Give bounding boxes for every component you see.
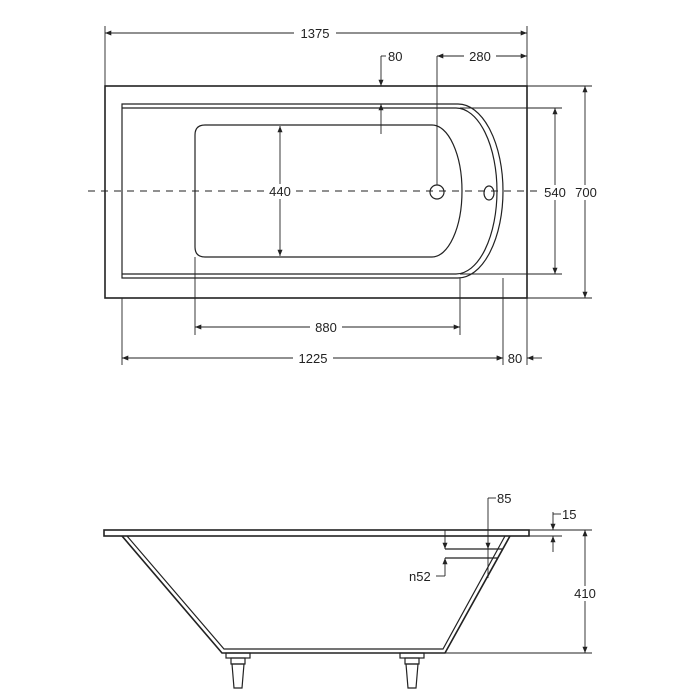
overflow-icon xyxy=(483,185,495,201)
side-view: 85 15 n52 410 xyxy=(103,491,600,689)
left-leg xyxy=(225,652,251,689)
tub-basin xyxy=(194,124,463,258)
side-tub-inner xyxy=(126,535,506,650)
dim-overflow-diameter: n52 xyxy=(409,530,448,584)
dim-rim-thickness: 15 xyxy=(529,507,576,552)
dim-overflow-offset: 85 xyxy=(485,491,511,549)
tub-outer-rim xyxy=(104,85,528,299)
label-drain-offset: 280 xyxy=(469,49,491,64)
label-overflow-offset: 85 xyxy=(497,491,511,506)
label-height: 410 xyxy=(574,586,596,601)
dim-inner-length: 1225 xyxy=(121,278,528,366)
dim-rim-step: 80 xyxy=(378,49,402,134)
dim-overall-length: 1375 xyxy=(104,25,528,86)
dim-basin-length: 880 xyxy=(194,257,461,335)
label-inner-width: 440 xyxy=(269,184,291,199)
side-tub-body xyxy=(121,535,511,654)
label-rim-thickness: 15 xyxy=(562,507,576,522)
dim-overall-width: 700 xyxy=(527,85,601,299)
right-leg xyxy=(399,652,425,689)
top-view: 1375 80 280 440 540 xyxy=(88,25,601,366)
label-inner-length: 1225 xyxy=(299,351,328,366)
label-rim-step: 80 xyxy=(388,49,402,64)
dim-end-rim: 80 xyxy=(488,351,542,366)
drain-icon xyxy=(429,184,445,200)
tub-inner-rim xyxy=(121,103,504,279)
side-rim xyxy=(103,529,530,537)
dim-basin-width: 540 xyxy=(460,107,570,275)
label-basin-width: 540 xyxy=(544,185,566,200)
label-overflow-diameter: n52 xyxy=(409,569,431,584)
dim-height: 410 xyxy=(445,529,600,654)
label-end-rim: 80 xyxy=(508,351,522,366)
label-overall-width: 700 xyxy=(575,185,597,200)
label-basin-length: 880 xyxy=(315,320,337,335)
dim-inner-width: 440 xyxy=(264,126,296,256)
label-overall-length: 1375 xyxy=(301,26,330,41)
dim-drain-offset: 280 xyxy=(436,49,527,185)
